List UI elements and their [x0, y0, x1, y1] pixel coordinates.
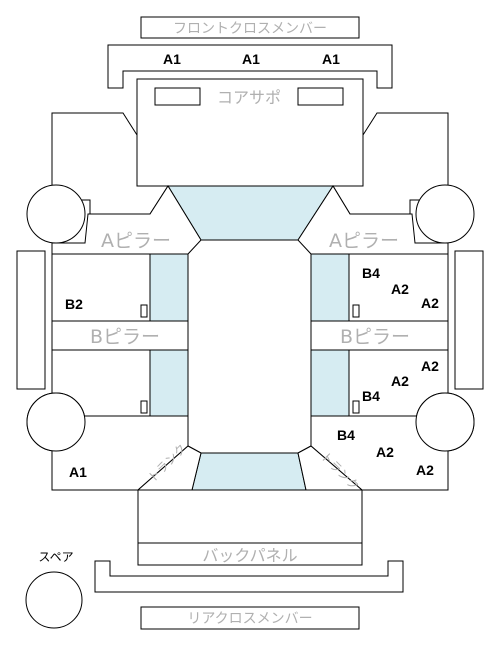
left-b-pillar[interactable] [51, 320, 189, 351]
right-rear-window [310, 349, 350, 417]
right-front-wheel[interactable] [415, 184, 475, 244]
rear-cross-member-box[interactable] [140, 606, 360, 630]
left-rear-rank-a1: A1 [69, 464, 87, 480]
spare-label: スペア [38, 550, 73, 564]
front-cross-member-label: フロントクロスメンバー [173, 21, 327, 37]
back-panel[interactable] [137, 542, 363, 566]
front-cross-member-box[interactable] [140, 16, 360, 39]
trunk-lid[interactable] [137, 489, 363, 544]
right-mid-rank-a2-left: A2 [391, 373, 409, 389]
back-panel-label: バックパネル [202, 546, 297, 565]
left-front-handle[interactable] [140, 304, 148, 318]
core-support-right-light [297, 87, 344, 106]
right-a-pillar-label: Aピラー [329, 230, 399, 252]
front-rank-a1-right: A1 [322, 51, 340, 67]
right-rear-handle[interactable] [352, 400, 360, 414]
left-rear-window [149, 349, 189, 417]
front-rank-a1-center: A1 [242, 51, 260, 67]
right-rear-wheel-front [415, 392, 475, 452]
left-b-pillar-label: Bピラー [90, 326, 160, 348]
rear-bracket [94, 560, 404, 593]
left-rank-b2: B2 [65, 296, 83, 312]
right-b-pillar-label: Bピラー [340, 326, 410, 348]
roof[interactable] [187, 239, 312, 454]
right-mid-rank-b4: B4 [362, 388, 380, 404]
left-a-pillar-label: Aピラー [101, 230, 171, 252]
right-rear-rank-b4: B4 [337, 427, 355, 443]
front-rank-a1-left: A1 [163, 51, 181, 67]
right-mid-rank-a2-right: A2 [421, 358, 439, 374]
right-side-sill[interactable] [454, 250, 484, 390]
right-front-rank-a2-upper: A2 [391, 281, 409, 297]
left-front-window [149, 253, 189, 322]
right-rear-rank-a2-left: A2 [376, 444, 394, 460]
right-b-pillar[interactable] [310, 320, 449, 351]
right-front-rank-a2-lower: A2 [421, 295, 439, 311]
left-side-sill[interactable] [16, 250, 46, 390]
rear-window [191, 452, 307, 491]
front-bracket [107, 44, 393, 89]
rear-cross-member-label: リアクロスメンバー [187, 611, 312, 627]
right-front-handle[interactable] [352, 304, 360, 318]
left-rear-handle[interactable] [140, 400, 148, 414]
core-support-left-light [154, 87, 201, 106]
core-support-label: コアサポ [217, 88, 281, 107]
spare-tire[interactable] [25, 571, 83, 629]
left-rear-wheel-front [26, 392, 86, 452]
right-front-window [310, 253, 350, 322]
right-front-rank-b4: B4 [362, 265, 380, 281]
left-front-wheel[interactable] [26, 184, 86, 244]
right-rear-rank-a2-right: A2 [416, 462, 434, 478]
